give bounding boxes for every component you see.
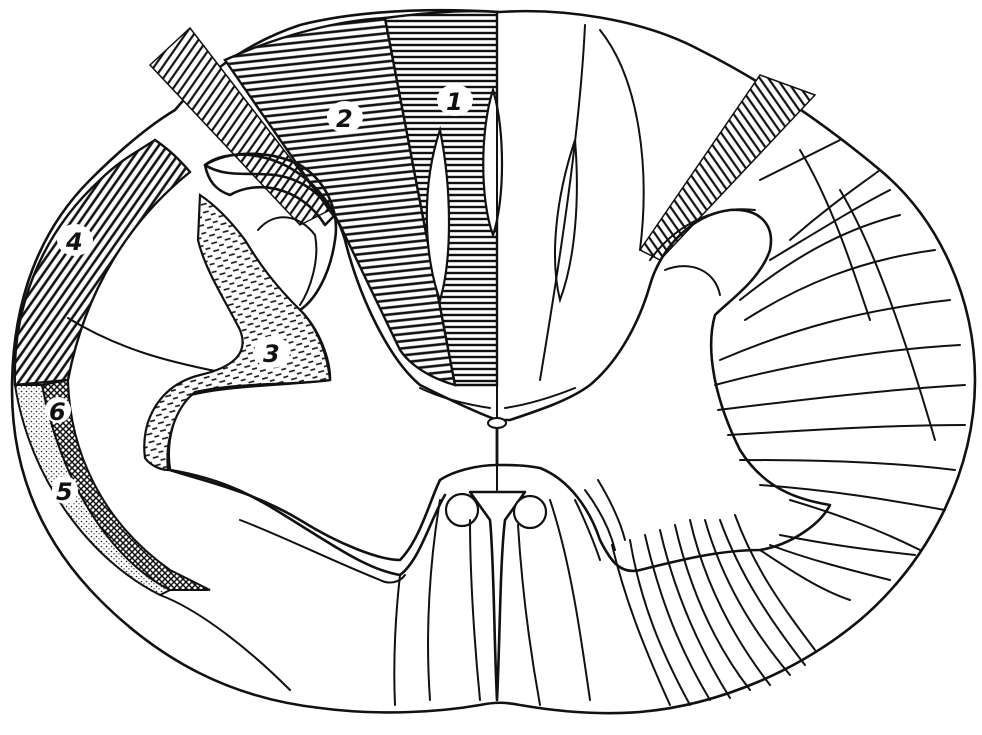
anterior-column-right-node: [514, 496, 546, 528]
label-5-text: 5: [56, 478, 73, 506]
dorsal-root-right: [640, 75, 815, 260]
label-3: 3: [254, 336, 290, 368]
posterior-horn-right-inner: [665, 266, 720, 295]
left-ventral-column-line: [394, 575, 400, 705]
label-2: 2: [327, 101, 363, 133]
label-3-text: 3: [263, 340, 280, 368]
anterior-column-left-line-2: [470, 520, 480, 700]
gray-matter-right: [497, 210, 830, 571]
anterior-column-right-line: [518, 525, 540, 705]
right-dorsal-curve: [600, 30, 644, 250]
left-anterior-inner: [240, 520, 405, 582]
central-canal: [488, 418, 506, 428]
label-2-text: 2: [336, 105, 353, 133]
anterior-column-right-line-2: [550, 500, 590, 700]
label-6-text: 6: [49, 398, 66, 426]
label-4-text: 4: [65, 228, 83, 256]
label-1: 1: [437, 84, 473, 116]
left-lateral-boundary: [68, 318, 220, 372]
anterior-column-left-line: [428, 500, 440, 700]
tract-4-region: [15, 140, 190, 385]
anterior-column-left-node: [446, 494, 478, 526]
left-ventral-boundary: [160, 595, 290, 690]
anterior-median-fissure: [470, 492, 525, 700]
right-dorsal-septum: [540, 25, 585, 380]
label-1-text: 1: [446, 88, 463, 116]
gray-matter-left-lower: [170, 470, 445, 575]
label-4: 4: [57, 224, 93, 256]
gray-commissure-right: [505, 388, 575, 408]
tract-3-region: [144, 195, 330, 470]
